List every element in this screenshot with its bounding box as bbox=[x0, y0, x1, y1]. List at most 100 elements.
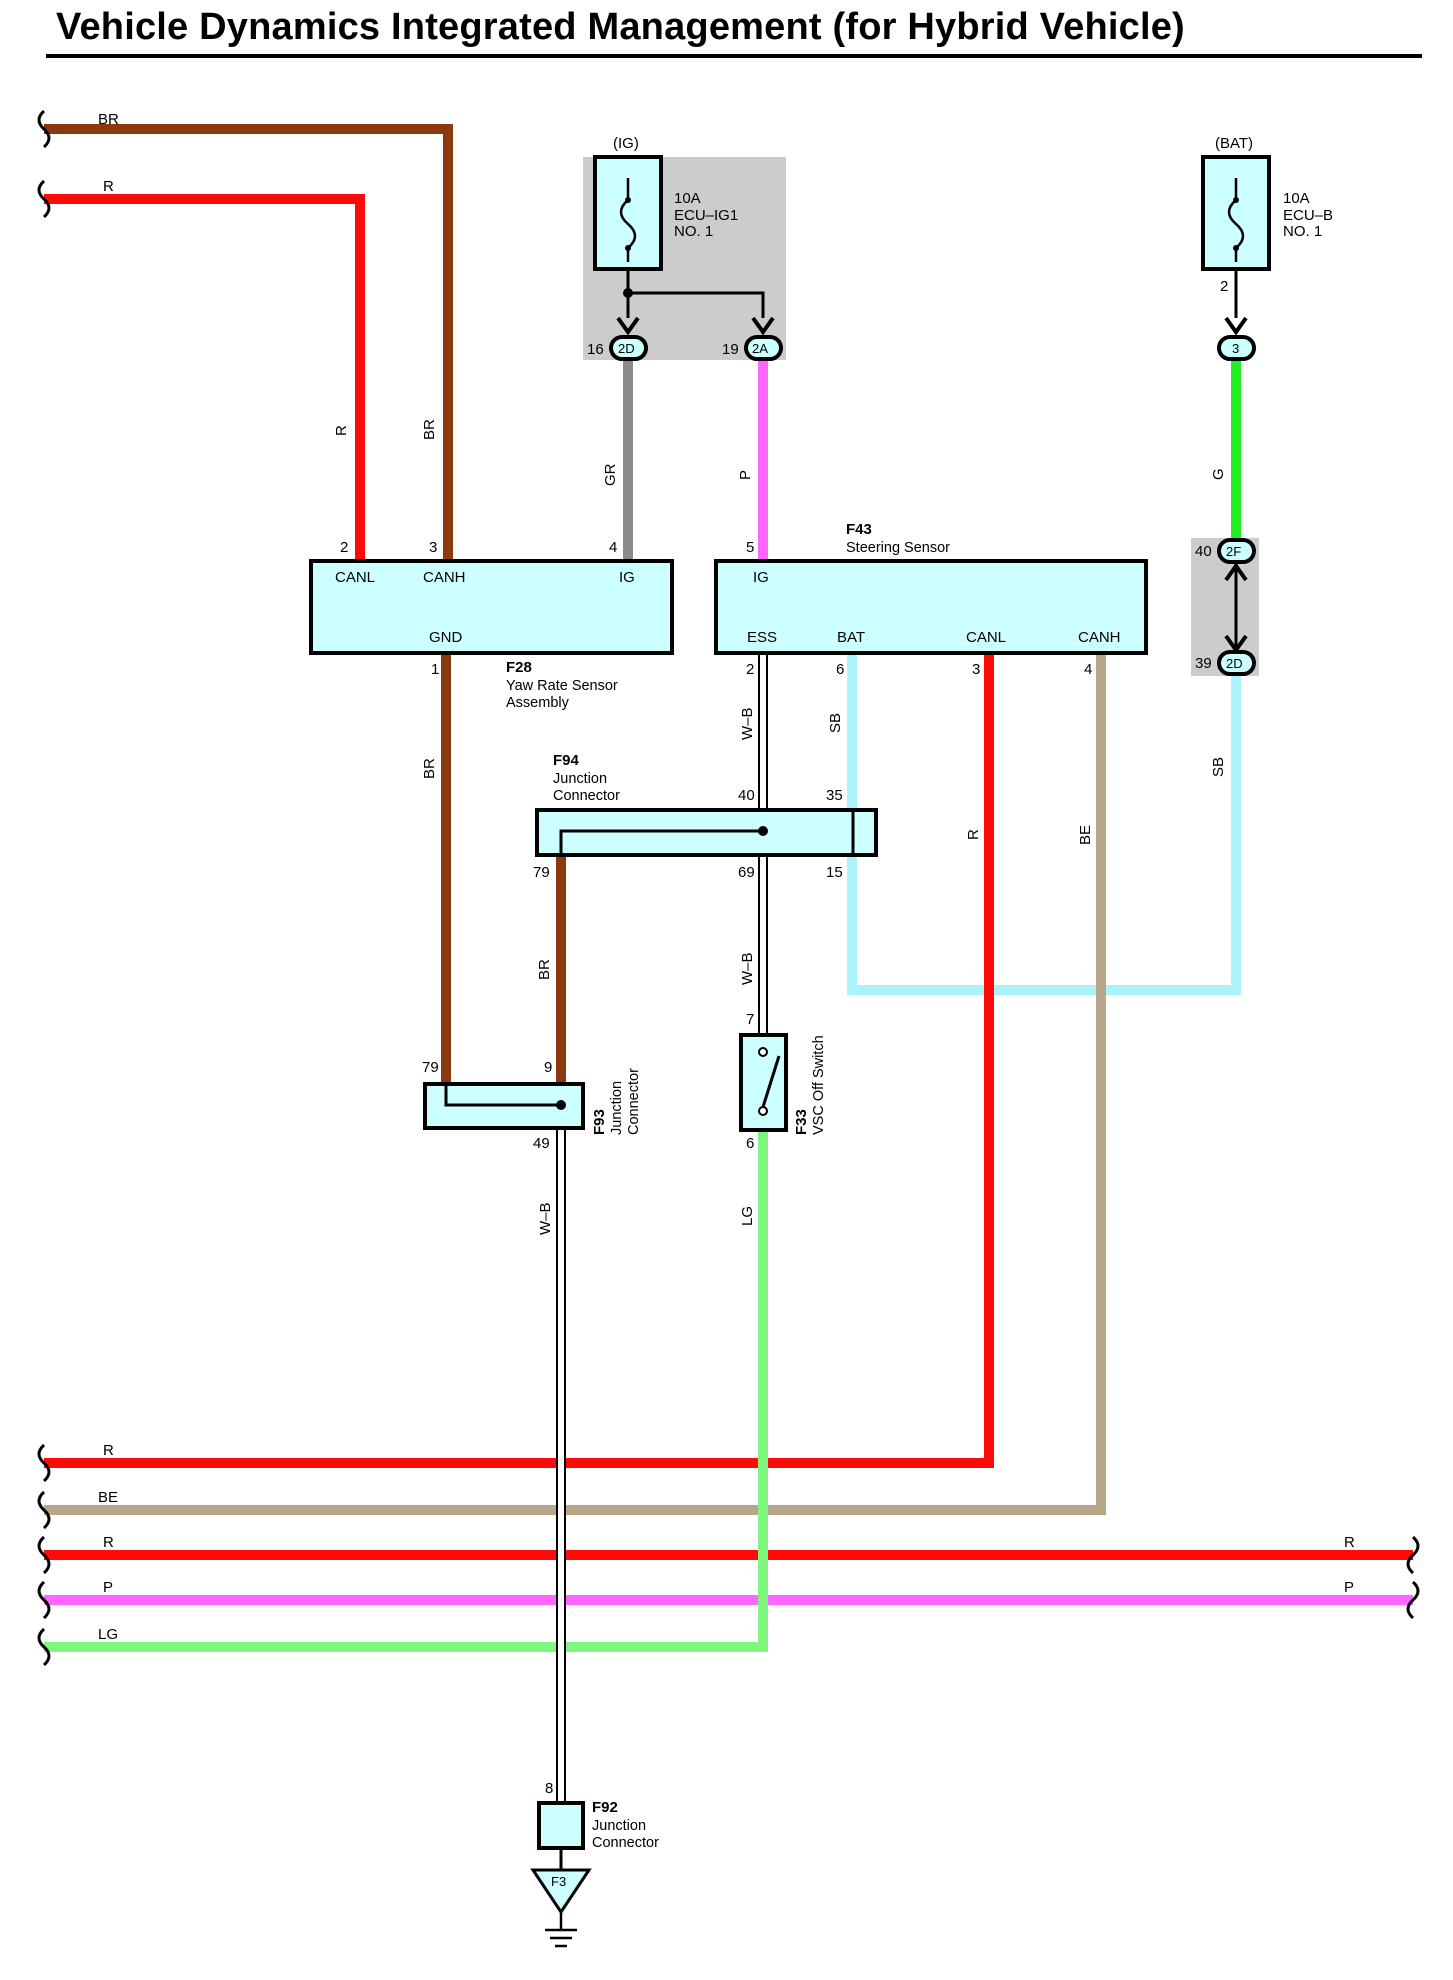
f93-name-2: Connector bbox=[626, 1068, 642, 1135]
f94-id: F94 bbox=[553, 752, 580, 769]
inline-connector-block: 40 2F 39 2D bbox=[1191, 538, 1259, 676]
f43-pin-canh: 4 bbox=[1084, 661, 1092, 678]
title-rule bbox=[46, 54, 1422, 58]
break-left-3 bbox=[37, 1443, 51, 1483]
label-r-vert: R bbox=[333, 425, 350, 436]
f43-pin-ess: 2 bbox=[746, 661, 754, 678]
label-bus-r2: R bbox=[103, 1534, 114, 1551]
f43-term-canl: CANL bbox=[966, 629, 1006, 646]
break-right-1 bbox=[1406, 1535, 1420, 1575]
wire-r-canl bbox=[44, 653, 994, 1468]
connector-3-bat bbox=[1217, 335, 1256, 361]
label-wb-f93: W–B bbox=[537, 1202, 554, 1235]
f93-pin-49: 49 bbox=[533, 1135, 550, 1152]
f28-name-1: Yaw Rate Sensor bbox=[506, 678, 618, 694]
f33-id: F33 bbox=[793, 1109, 810, 1135]
f33-vsc-off-switch: 7 6 F33 VSC Off Switch bbox=[739, 1011, 827, 1152]
f93-junction-connector: 79 9 49 F93 Junction Connector bbox=[422, 1059, 642, 1152]
label-br-gnd: BR bbox=[421, 758, 438, 779]
f28-box bbox=[309, 559, 674, 655]
f93-pin-9: 9 bbox=[544, 1059, 552, 1076]
conn-2d-label: 2D bbox=[618, 341, 635, 356]
f43-id: F43 bbox=[846, 521, 872, 538]
f94-pin-35: 35 bbox=[826, 787, 843, 804]
label-sb-right: SB bbox=[1210, 757, 1227, 777]
f94-pin-79: 79 bbox=[533, 864, 550, 881]
label-br-top: BR bbox=[98, 111, 119, 128]
pin-16: 16 bbox=[587, 341, 604, 358]
ground-label: F3 bbox=[551, 1874, 566, 1889]
break-right-2 bbox=[1406, 1580, 1420, 1620]
conn-2f-label: 2F bbox=[1226, 544, 1241, 559]
f43-pin-ig: 5 bbox=[746, 539, 754, 556]
label-p-vert: P bbox=[737, 470, 754, 480]
f92-junction-connector: 8 F92 Junction Connector bbox=[537, 1780, 659, 1870]
label-bus-r2-right: R bbox=[1344, 1534, 1355, 1551]
pin-39-inline: 39 bbox=[1195, 655, 1212, 672]
f93-name-1: Junction bbox=[609, 1081, 625, 1135]
f93-pin-79: 79 bbox=[422, 1059, 439, 1076]
break-left-7 bbox=[37, 1627, 51, 1667]
break-left-5 bbox=[37, 1535, 51, 1575]
f28-term-canh: CANH bbox=[423, 569, 466, 586]
fuse-bat-amp: 10A bbox=[1283, 190, 1310, 207]
wire-labels: BR R R BR GR P G SB BR W–B SB R BE BR W–… bbox=[98, 111, 1355, 1643]
fuse-bat-icon bbox=[1227, 178, 1245, 262]
fuse-bat-no: NO. 1 bbox=[1283, 223, 1322, 240]
break-left-1 bbox=[37, 109, 51, 149]
wires bbox=[44, 124, 1413, 1652]
f94-name-2: Connector bbox=[553, 788, 620, 804]
connector-2a-ig bbox=[744, 335, 783, 361]
label-bus-be: BE bbox=[98, 1489, 118, 1506]
wire-lg bbox=[44, 1130, 768, 1652]
f43-term-bat: BAT bbox=[837, 629, 865, 646]
fuse-ig-amp: 10A bbox=[674, 190, 701, 207]
page-title: Vehicle Dynamics Integrated Management (… bbox=[56, 6, 1185, 48]
f94-pin-40: 40 bbox=[738, 787, 755, 804]
label-r-canl: R bbox=[965, 829, 982, 840]
label-r-top: R bbox=[103, 178, 114, 195]
f28-term-gnd: GND bbox=[429, 629, 463, 646]
f43-name: Steering Sensor bbox=[846, 540, 950, 556]
f92-name-1: Junction bbox=[592, 1818, 646, 1834]
ground-triangle bbox=[530, 1868, 592, 1915]
ground-f3: F3 bbox=[530, 1868, 592, 1948]
label-bus-p-right: P bbox=[1344, 1579, 1354, 1596]
wire-sb-loop bbox=[847, 653, 1241, 995]
conn-2d-inline-label: 2D bbox=[1226, 656, 1243, 671]
f33-pin-7: 7 bbox=[746, 1011, 754, 1028]
f43-pin-canl: 3 bbox=[972, 661, 980, 678]
break-left-2 bbox=[37, 179, 51, 219]
fuse-bat-block: (BAT) 10A ECU–B NO. 1 2 3 bbox=[1201, 135, 1333, 361]
label-g-vert: G bbox=[1210, 468, 1227, 480]
f28-yaw-rate-sensor: 2 3 4 1 CANL CANH IG GND F28 Yaw Rate Se… bbox=[309, 539, 674, 711]
f28-pin-canl: 2 bbox=[340, 539, 348, 556]
fuse-bat-source: (BAT) bbox=[1215, 135, 1253, 152]
f28-term-ig: IG bbox=[619, 569, 635, 586]
f92-pin-8: 8 bbox=[545, 1780, 553, 1797]
conn-2a-label: 2A bbox=[752, 341, 768, 356]
f94-junction-connector: F94 Junction Connector 40 35 79 69 15 bbox=[533, 752, 878, 881]
f28-pin-canh: 3 bbox=[429, 539, 437, 556]
f28-pin-ig: 4 bbox=[609, 539, 617, 556]
label-lg-vert: LG bbox=[739, 1206, 756, 1226]
label-be-canh: BE bbox=[1077, 825, 1094, 845]
label-wb-ess: W–B bbox=[739, 707, 756, 740]
f43-box bbox=[714, 559, 1148, 655]
f43-pin-bat: 6 bbox=[836, 661, 844, 678]
f94-pin-69: 69 bbox=[738, 864, 755, 881]
f43-term-ig: IG bbox=[753, 569, 769, 586]
label-br-f94: BR bbox=[536, 959, 553, 980]
fuse-ig-name: ECU–IG1 bbox=[674, 207, 738, 224]
pin-40-inline: 40 bbox=[1195, 543, 1212, 560]
pin-2-bat: 2 bbox=[1220, 278, 1228, 295]
fuse-ig-icon bbox=[619, 178, 637, 262]
f43-term-canh: CANH bbox=[1078, 629, 1121, 646]
label-sb-bat: SB bbox=[827, 713, 844, 733]
wire-r-top bbox=[44, 194, 365, 561]
pin-19: 19 bbox=[722, 341, 739, 358]
wire-br-top bbox=[44, 124, 453, 561]
connector-2d-ig bbox=[609, 335, 648, 361]
f28-term-canl: CANL bbox=[335, 569, 375, 586]
